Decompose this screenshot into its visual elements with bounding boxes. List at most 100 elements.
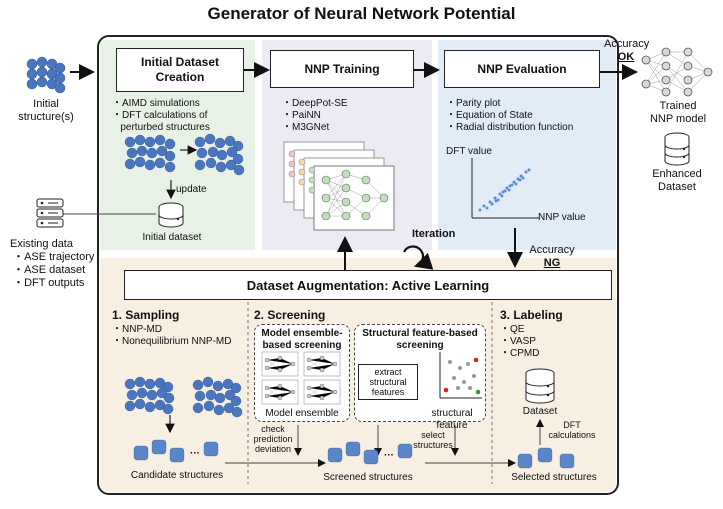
ok-label: OK [617, 51, 635, 63]
creation-structures-icon [124, 133, 245, 176]
evaluation-title: NNP Evaluation [477, 62, 567, 76]
ensemble-title: Model ensemble- based screening [255, 328, 349, 352]
check-line1: check [261, 424, 285, 434]
sampling-dots: ··· [190, 448, 200, 459]
labeling-list: ・QE ・VASP ・CPMD [500, 324, 600, 360]
training-item: ・M3GNet [282, 122, 330, 133]
network-cards-icon [283, 141, 395, 231]
feature-title-line1: Structural feature-based [362, 328, 478, 339]
ensemble-label: Model ensemble [265, 408, 339, 419]
server-icon [36, 198, 64, 228]
feature-title: Structural feature-based screening [355, 328, 485, 352]
training-title-box: NNP Training [270, 50, 414, 88]
initial-label-line1: Initial [33, 98, 59, 110]
sampling-item: ・NNP-MD [112, 324, 162, 335]
extract-line2: structural [369, 377, 407, 387]
evaluation-title-box: NNP Evaluation [444, 50, 600, 88]
sampling-structures-icon [124, 376, 243, 418]
sampling-item: ・Nonequilibrium NNP-MD [112, 336, 232, 347]
evaluation-list: ・Parity plot ・Equation of State ・Radial … [446, 98, 616, 134]
creation-item: ・DFT calculations of [112, 110, 208, 121]
existing-item: ・ASE dataset [10, 264, 86, 276]
feature-scatter-icon [439, 352, 482, 399]
initial-structure-label: Initial structure(s) [8, 98, 84, 124]
update-label: update [176, 184, 207, 195]
selected-structures-label: Selected structures [511, 472, 597, 483]
feature-label: structural feature [431, 408, 473, 431]
existing-item: ・ASE trajectory [10, 251, 95, 263]
labeling-dataset-icon [525, 368, 555, 404]
screening-dots: ··· [384, 450, 394, 461]
sampling-list: ・NNP-MD ・Nonequilibrium NNP-MD [112, 324, 246, 348]
accuracy-label: Accuracy [604, 38, 650, 50]
initial-label-line2: structure(s) [18, 111, 74, 123]
training-list: ・DeepPot-SE ・PaiNN ・M3GNet [282, 98, 402, 134]
dft-line1: DFT [563, 420, 581, 430]
evaluation-item: ・Equation of State [446, 110, 533, 121]
evaluation-item: ・Parity plot [446, 98, 501, 109]
existing-data: Existing data ・ASE trajectory ・ASE datas… [10, 238, 100, 290]
sampling-title: 1. Sampling [112, 308, 180, 322]
selected-structures-icon [517, 447, 575, 469]
labeling-item: ・QE [500, 324, 525, 335]
initial-dataset-icon [158, 202, 184, 228]
screening-title: 2. Screening [254, 308, 326, 322]
accuracy-ng-label: Accuracy [529, 244, 575, 256]
enhanced-dataset-icon [664, 132, 690, 166]
check-line3: deviation [254, 444, 292, 454]
training-title: NNP Training [304, 62, 380, 76]
creation-item: perturbed structures [120, 122, 210, 133]
creation-title-line2: Creation [155, 70, 205, 84]
existing-data-title: Existing data [10, 238, 73, 250]
dft-axis-label: DFT value [446, 146, 492, 157]
ensemble-title-line2: based screening [262, 340, 342, 351]
ensemble-networks-icon [261, 351, 341, 405]
training-item: ・DeepPot-SE [282, 98, 348, 109]
labeling-title: 3. Labeling [500, 308, 563, 322]
enhanced-label-line2: Dataset [658, 181, 696, 193]
trained-label-line1: Trained [659, 100, 697, 112]
candidate-structures-icon [133, 439, 219, 463]
trained-label-line2: NNP model [649, 113, 707, 125]
nnp-axis-label: NNP value [538, 212, 586, 223]
ensemble-title-line1: Model ensemble- [261, 328, 343, 339]
feature-box: Structural feature-based screening [354, 324, 486, 422]
labeling-item: ・VASP [500, 336, 536, 347]
parity-plot-icon [471, 158, 540, 219]
trained-network-icon [641, 47, 713, 97]
screened-structures-icon [327, 441, 413, 465]
screened-structures-label: Screened structures [323, 472, 413, 483]
check-line2: prediction [253, 434, 293, 444]
select-line1: select [421, 430, 445, 440]
creation-list: ・AIMD simulations ・DFT calculations of p… [112, 98, 254, 134]
creation-title-box: Initial Dataset Creation [116, 48, 244, 92]
extract-line3: features [371, 387, 405, 397]
dft-calculations: DFT calculations [544, 420, 600, 440]
select-line2: structures [413, 440, 453, 450]
diagram-title: Generator of Neural Network Potential [207, 4, 516, 23]
enhanced-label: Enhanced Dataset [640, 168, 714, 194]
dft-line2: calculations [548, 430, 596, 440]
main-frame [97, 35, 619, 495]
enhanced-label-line1: Enhanced [652, 168, 702, 180]
creation-item: ・AIMD simulations [112, 98, 200, 109]
candidate-structures-label: Candidate structures [130, 470, 224, 481]
evaluation-item: ・Radial distribution function [446, 122, 574, 133]
existing-item: ・DFT outputs [10, 277, 85, 289]
select-structures: select structures [412, 430, 454, 450]
training-item: ・PaiNN [282, 110, 321, 121]
accuracy-ng: Accuracy NG [522, 244, 582, 270]
trained-label: Trained NNP model [635, 100, 721, 126]
check-deviation: check prediction deviation [250, 424, 296, 454]
creation-title-line1: Initial Dataset [140, 55, 220, 69]
labeling-item: ・CPMD [500, 348, 540, 359]
augmentation-title-box: Dataset Augmentation: Active Learning [124, 270, 612, 300]
extract-line1: extract [374, 367, 402, 377]
iteration-label: Iteration [412, 228, 456, 240]
labeling-dataset-label: Dataset [522, 406, 558, 417]
extract-features-box: extract structural features [358, 364, 418, 400]
initial-dataset-label: Initial dataset [142, 232, 202, 243]
feature-title-line2: screening [396, 340, 444, 351]
initial-structure-icon [26, 56, 66, 94]
